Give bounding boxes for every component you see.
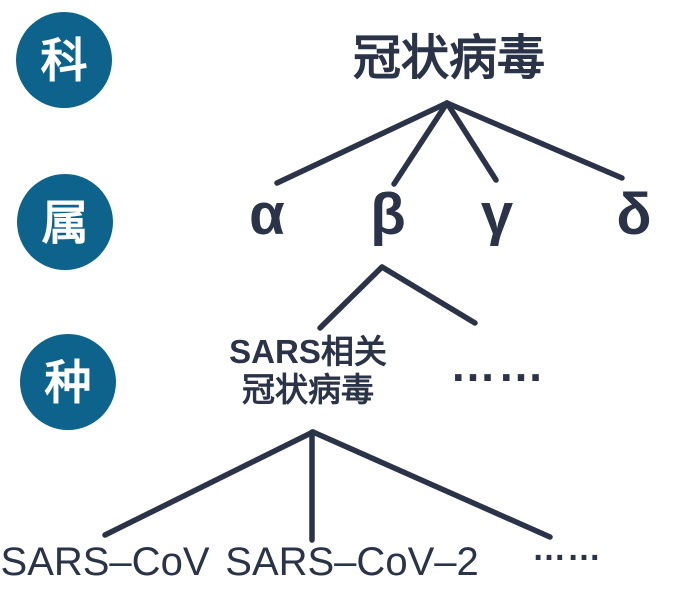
branch-root-beta — [391, 100, 450, 187]
branch-root-delta — [444, 100, 625, 181]
species-ellipsis: …… — [450, 339, 546, 391]
strain-ellipsis: …… — [532, 530, 602, 568]
branch-root-gamma — [444, 100, 499, 183]
genus-node-beta: β — [370, 182, 406, 247]
rank-badge-genus: 属 — [17, 174, 113, 270]
genus-node-alpha: α — [249, 182, 285, 247]
species-node-sars-related: SARS相关 冠状病毒 — [229, 333, 387, 409]
rank-badge-species-label: 种 — [44, 355, 92, 409]
rank-badge-species: 种 — [20, 334, 116, 430]
strain-node-sars-cov-2: SARS–CoV–2 — [225, 540, 479, 584]
branch-root-alpha — [274, 100, 450, 186]
genus-node-gamma: γ — [480, 182, 514, 247]
genus-node-delta: δ — [616, 182, 652, 247]
branch-species-sars-cov — [102, 429, 316, 538]
species-node-label-line1: SARS相关 — [229, 333, 387, 370]
rank-badge-family: 科 — [16, 12, 112, 108]
root-node-coronavirus: 冠状病毒 — [352, 32, 546, 85]
species-node-label-line2: 冠状病毒 — [242, 371, 374, 408]
rank-badge-genus-label: 属 — [41, 195, 89, 249]
branch-beta-sars-related — [317, 264, 385, 331]
branch-beta-others — [379, 264, 478, 326]
rank-badge-family-label: 科 — [40, 33, 88, 87]
branch-species-others — [310, 429, 553, 540]
strain-node-sars-cov: SARS–CoV — [0, 540, 210, 584]
